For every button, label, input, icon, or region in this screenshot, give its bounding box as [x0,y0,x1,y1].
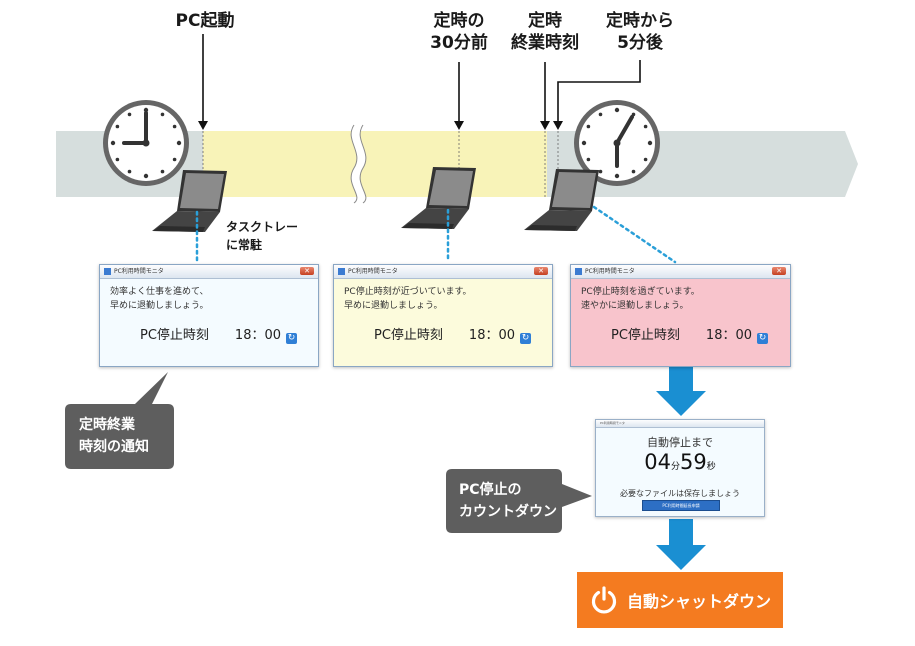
clock-9-icon [103,100,189,186]
power-icon [591,586,617,614]
close-button[interactable]: ✕ [534,267,548,275]
window-titlebar: PC利用時間モニタ ✕ [571,265,790,279]
arrow-5min-after [553,60,641,130]
window-titlebar: PC利用時間モニタ ✕ [334,265,552,279]
arrow-pc-start [198,34,208,130]
monitor-window-warning: PC利用時間モニタ ✕ PC停止時刻が近づいています。早めに退勤しましょう。 P… [333,264,553,367]
refresh-icon[interactable]: ↻ [520,333,532,344]
notice-callout-bubble [65,372,174,469]
app-icon [575,268,582,275]
tasktray-label: タスクトレーに常駐 [226,220,299,252]
refresh-icon[interactable]: ↻ [757,333,769,344]
auto-shutdown-box: 自動シャットダウン [577,572,783,628]
extension-request-button[interactable]: PC利用時間延長申請 [642,500,720,511]
close-button[interactable]: ✕ [772,267,786,275]
working-hours-band [203,131,547,197]
countdown-callout-text: PC停止のカウントダウン [459,482,557,520]
close-button[interactable]: ✕ [300,267,314,275]
laptop-icon [524,169,599,231]
window-titlebar: PC利用時間モニタ [596,420,764,428]
arrow-end-time [540,62,550,130]
auto-shutdown-label: 自動シャットダウン [626,592,771,611]
notice-callout-text: 定時終業時刻の通知 [79,417,149,455]
flow-arrow-down [656,519,706,570]
window-message: PC停止時刻が近づいています。早めに退勤しましょう。 [344,287,472,311]
refresh-icon[interactable]: ↻ [286,333,298,344]
app-icon [104,268,111,275]
window-message: 効率よく仕事を進めて、早めに退勤しましょう。 [110,287,209,311]
auto-stop-label: 自動停止まで [647,436,713,449]
laptop-icon [401,167,476,229]
clock-605-icon [574,100,660,186]
flow-arrow-down [656,365,706,416]
laptop-icon [152,170,227,232]
app-icon [338,268,345,275]
timeline-break-mark [350,124,367,204]
countdown-timer: 04分59秒 [644,450,716,474]
end-time-label: 定時終業時刻 [511,11,579,53]
arrow-30min-before [454,62,464,130]
window-titlebar: PC利用時間モニタ ✕ [100,265,318,279]
monitor-window-early: PC利用時間モニタ ✕ 効率よく仕事を進めて、早めに退勤しましょう。 PC停止時… [99,264,319,367]
countdown-window: PC利用時間モニタ 自動停止まで 04分59秒 必要なファイルは保存しましょう … [595,419,765,517]
window-message: PC停止時刻を過ぎています。速やかに退勤しましょう。 [581,287,700,311]
monitor-window-overdue: PC利用時間モニタ ✕ PC停止時刻を過ぎています。速やかに退勤しましょう。 P… [570,264,791,367]
countdown-callout-bubble [446,469,592,533]
save-reminder: 必要なファイルは保存しましょう [620,489,740,498]
pc-start-label: PC起動 [175,11,235,31]
